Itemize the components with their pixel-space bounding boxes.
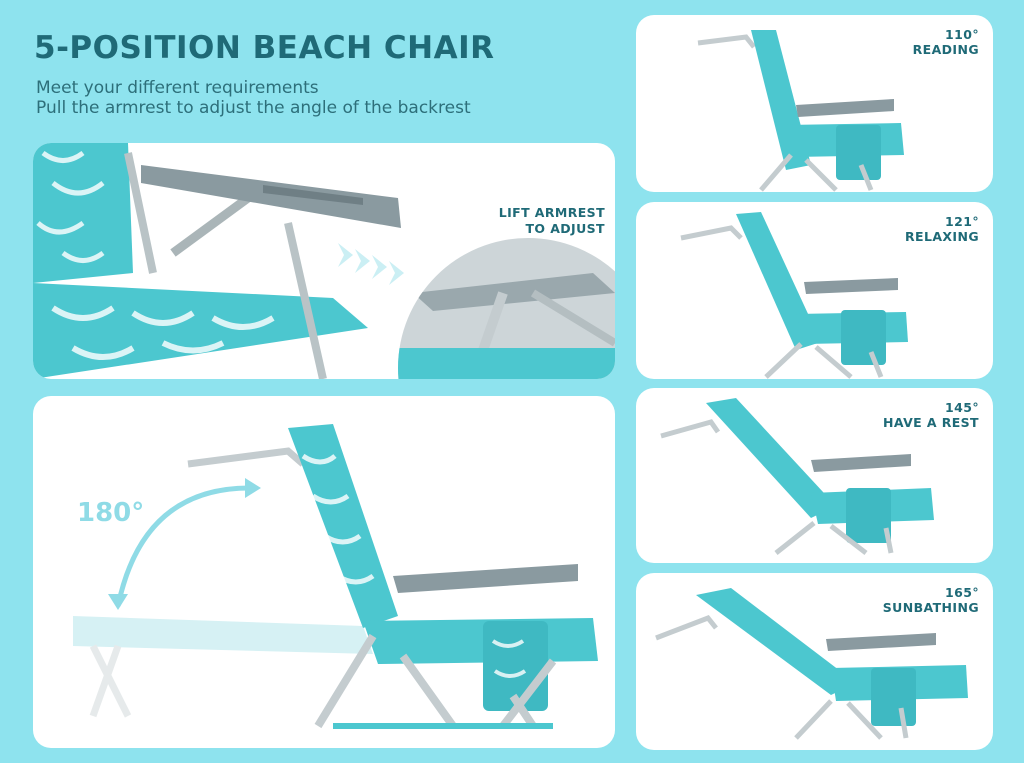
recline-illustration: [73, 424, 598, 729]
position-card-have-a-rest: 145° HAVE A REST: [636, 388, 993, 563]
position-name-sunbathing: SUNBATHING: [882, 600, 979, 615]
position-angle-relaxing: 121°: [945, 214, 979, 229]
subtitle-line-1: Meet your different requirements: [36, 78, 319, 98]
position-label-have-a-rest: 145° HAVE A REST: [883, 400, 979, 430]
position-name-have-a-rest: HAVE A REST: [883, 415, 979, 430]
page-title: 5-POSITION BEACH CHAIR: [34, 30, 495, 66]
subtitle-line-2: Pull the armrest to adjust the angle of …: [36, 98, 471, 118]
chair-110-illustration: [697, 30, 904, 192]
position-card-reading: 110° READING: [636, 15, 993, 192]
lift-armrest-label-line2: TO ADJUST: [525, 221, 605, 236]
chair-121-illustration: [680, 212, 908, 379]
position-angle-have-a-rest: 145°: [945, 400, 979, 415]
chair-165-illustration: [655, 588, 968, 740]
recline-card: 180°: [33, 396, 615, 748]
position-name-reading: READING: [912, 42, 979, 57]
chair-145-illustration: [660, 398, 934, 555]
position-angle-sunbathing: 165°: [945, 585, 979, 600]
angle-180-label: 180°: [77, 498, 145, 528]
lift-armrest-label-line1: LIFT ARMREST: [498, 205, 605, 220]
position-name-relaxing: RELAXING: [904, 229, 979, 244]
position-card-sunbathing: 165° SUNBATHING: [636, 573, 993, 750]
position-label-relaxing: 121° RELAXING: [905, 214, 979, 244]
position-angle-reading: 110°: [945, 27, 979, 42]
position-label-reading: 110° READING: [913, 27, 979, 57]
position-card-relaxing: 121° RELAXING: [636, 202, 993, 379]
armrest-illustration: [33, 143, 615, 379]
position-label-sunbathing: 165° SUNBATHING: [883, 585, 979, 615]
armrest-detail-card: LIFT ARMREST TO ADJUST: [33, 143, 615, 379]
lift-armrest-label: LIFT ARMREST TO ADJUST: [499, 205, 605, 237]
